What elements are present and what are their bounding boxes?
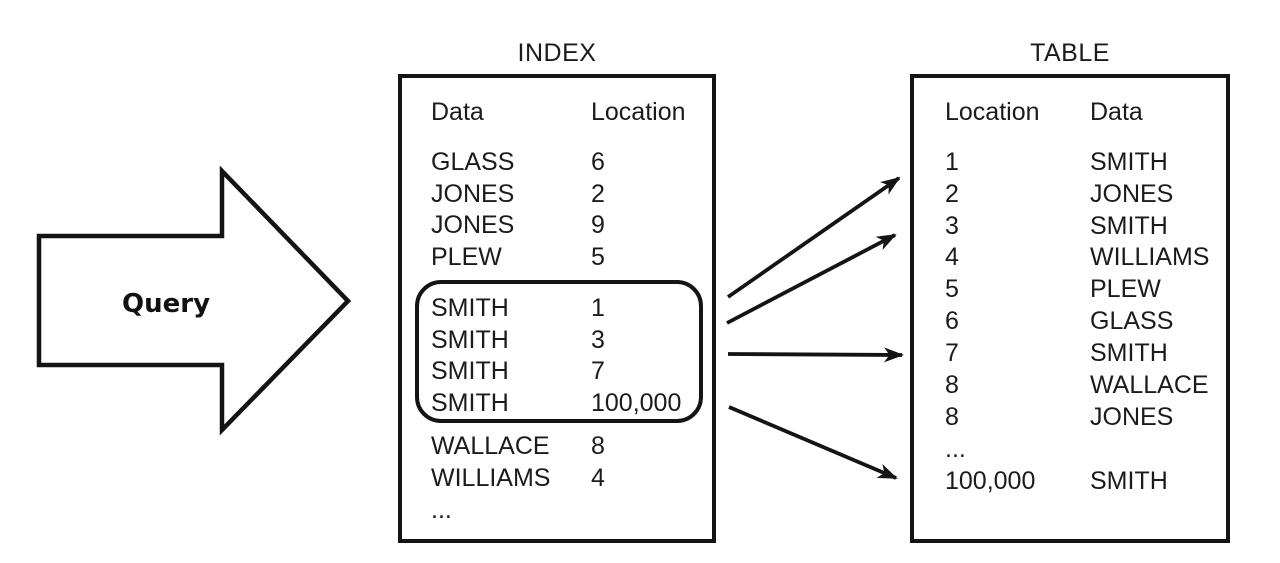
index-cell-location: 9 [591, 211, 605, 239]
index-row: WILLIAMS 4 [402, 464, 712, 492]
index-cell-data: ... [431, 496, 452, 524]
index-cell-location: 4 [591, 464, 605, 492]
table-cell-data: SMITH [1090, 212, 1168, 240]
table-row: 100,000 SMITH [914, 467, 1226, 495]
table-header-row: Location Data [914, 98, 1226, 126]
table-cell-data: WILLIAMS [1090, 243, 1210, 271]
table-cell-data: SMITH [1090, 339, 1168, 367]
index-cell-location: 5 [591, 243, 605, 271]
smith-group-outline [415, 280, 703, 423]
index-cell-location: 6 [591, 148, 605, 176]
table-title: TABLE [1030, 39, 1110, 67]
index-cell-data: JONES [431, 211, 515, 239]
index-cell-data: PLEW [431, 243, 502, 271]
index-to-table-arrow-4 [728, 405, 898, 480]
index-cell-data: JONES [431, 180, 515, 208]
index-cell-location: 2 [591, 180, 605, 208]
table-row-ellipsis: ... [914, 435, 1226, 463]
table-cell-location: 2 [945, 180, 959, 208]
table-cell-location: 3 [945, 212, 959, 240]
index-cell-location: 1 [591, 294, 605, 322]
table-row: 6 GLASS [914, 307, 1226, 335]
index-cell-location: 100,000 [591, 389, 682, 417]
index-cell-location: 8 [591, 432, 605, 460]
table-panel: Location Data 1 SMITH 2 JONES 3 SMITH 4 … [910, 74, 1230, 543]
table-row: 3 SMITH [914, 212, 1226, 240]
table-cell-location: 5 [945, 275, 959, 303]
table-row: 5 PLEW [914, 275, 1226, 303]
index-cell-data: SMITH [431, 294, 509, 322]
index-to-table-arrow-1 [726, 176, 901, 299]
table-row: 1 SMITH [914, 148, 1226, 176]
index-title: INDEX [517, 39, 597, 67]
table-cell-location: 8 [945, 371, 959, 399]
index-cell-location: 7 [591, 357, 605, 385]
index-cell-data: SMITH [431, 389, 509, 417]
table-cell-data: JONES [1090, 180, 1174, 208]
table-column-header-location: Location [945, 98, 1040, 126]
table-cell-location: ... [945, 435, 966, 463]
table-cell-data: GLASS [1090, 307, 1174, 335]
table-cell-location: 6 [945, 307, 959, 335]
table-cell-data: PLEW [1090, 275, 1161, 303]
index-column-header-location: Location [591, 98, 686, 126]
table-cell-data: SMITH [1090, 467, 1168, 495]
table-row: 8 JONES [914, 403, 1226, 431]
table-row: 4 WILLIAMS [914, 243, 1226, 271]
index-header-row: Data Location [402, 98, 712, 126]
index-cell-location: 3 [591, 326, 605, 354]
index-panel: Data Location GLASS 6 JONES 2 JONES 9 PL… [398, 74, 716, 543]
index-cell-data: SMITH [431, 357, 509, 385]
table-cell-location: 7 [945, 339, 959, 367]
index-row-highlighted: SMITH 3 [402, 326, 712, 354]
table-cell-data: JONES [1090, 403, 1174, 431]
table-cell-location: 1 [945, 148, 959, 176]
index-cell-data: WALLACE [431, 432, 550, 460]
table-row: 2 JONES [914, 180, 1226, 208]
index-cell-data: SMITH [431, 326, 509, 354]
index-row: GLASS 6 [402, 148, 712, 176]
index-row-highlighted: SMITH 100,000 [402, 389, 712, 417]
table-cell-location: 8 [945, 403, 959, 431]
query-label: Query [122, 289, 211, 319]
index-row: JONES 2 [402, 180, 712, 208]
table-row: 8 WALLACE [914, 371, 1226, 399]
index-row: PLEW 5 [402, 243, 712, 271]
index-to-table-arrow-2 [726, 233, 897, 325]
index-row-highlighted: SMITH 7 [402, 357, 712, 385]
index-row: WALLACE 8 [402, 432, 712, 460]
index-cell-data: WILLIAMS [431, 464, 551, 492]
index-row-ellipsis: ... [402, 496, 712, 524]
index-to-table-arrow-3 [727, 347, 904, 363]
index-row: JONES 9 [402, 211, 712, 239]
table-column-header-data: Data [1090, 98, 1143, 126]
table-cell-location: 100,000 [945, 467, 1036, 495]
index-cell-data: GLASS [431, 148, 515, 176]
index-column-header-data: Data [431, 98, 484, 126]
table-cell-location: 4 [945, 243, 959, 271]
table-cell-data: SMITH [1090, 148, 1168, 176]
table-row: 7 SMITH [914, 339, 1226, 367]
index-row-highlighted: SMITH 1 [402, 294, 712, 322]
table-cell-data: WALLACE [1090, 371, 1209, 399]
